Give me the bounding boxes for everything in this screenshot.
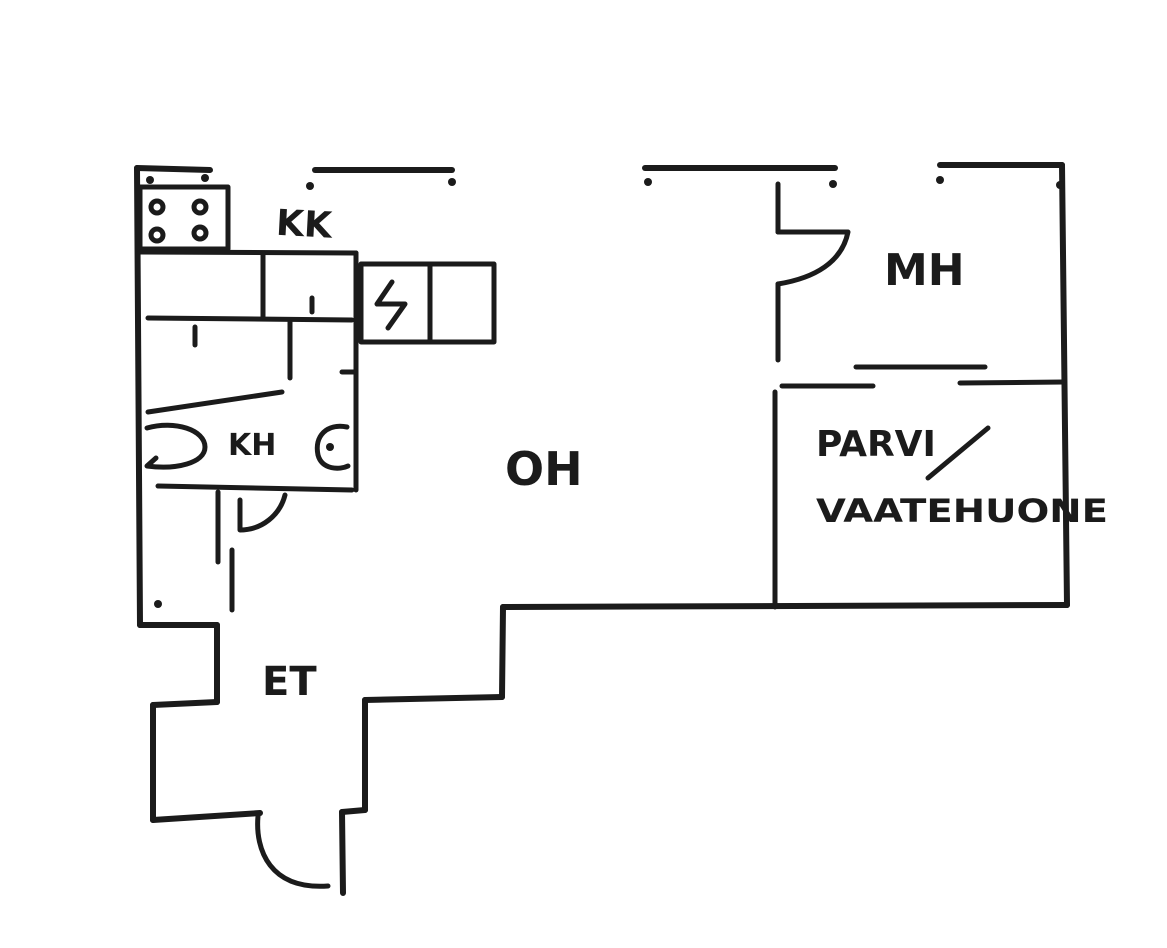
stove-icon <box>137 184 231 252</box>
fridge-icon <box>358 261 497 345</box>
room-label-oh: OH <box>505 442 583 496</box>
bedroom <box>772 181 1067 610</box>
window-ticks <box>146 174 1064 190</box>
room-label-vaatehuone: VAATEHUONE <box>816 492 1108 530</box>
room-label-kh: KH <box>228 428 276 463</box>
room-label-kk: KK <box>275 203 334 247</box>
shower-icon <box>314 423 351 471</box>
parvi-slash <box>925 425 991 481</box>
room-label-et: ET <box>262 659 317 705</box>
room-label-parvi: PARVI <box>816 424 936 465</box>
room-label-mh: MH <box>884 245 965 296</box>
toilet-icon <box>144 422 208 470</box>
outer-walls <box>134 162 1070 896</box>
electric-mark <box>374 279 408 331</box>
entrance-door-swing <box>255 813 331 889</box>
bathroom <box>144 319 359 613</box>
